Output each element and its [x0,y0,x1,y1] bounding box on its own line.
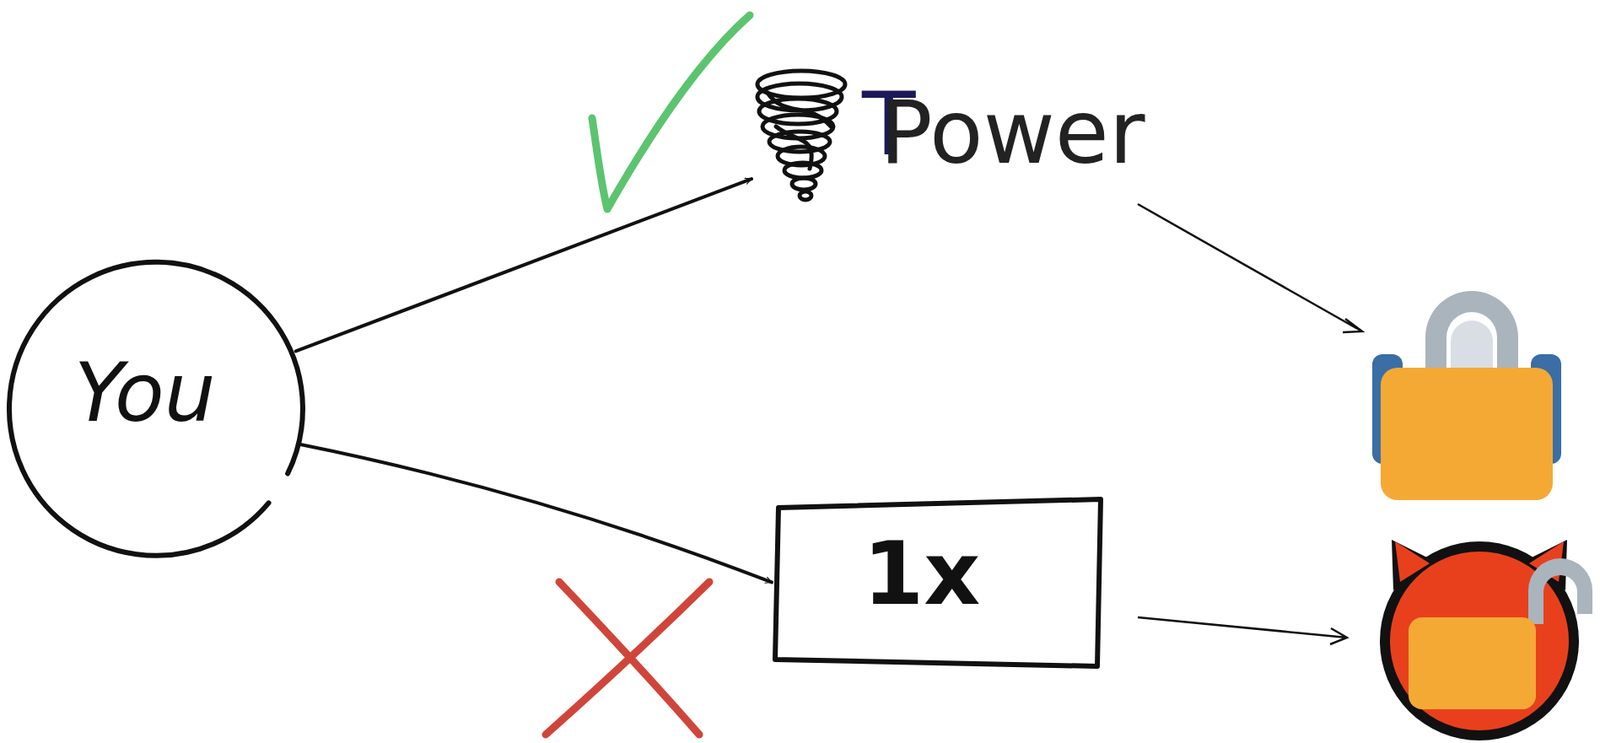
arrow-connector [296,178,752,351]
node-text: You [74,352,216,434]
leader-line [1137,617,1347,645]
outline [775,499,1101,667]
cross-mark [545,581,710,735]
leader-line [1137,204,1363,333]
actor-circle: You [6,251,311,555]
devil-open-padlock [1379,539,1593,741]
padlock-closed [1372,290,1562,501]
process-box: 1x [775,497,1103,671]
outline [9,262,303,556]
node-text: 1x [862,529,981,618]
tornado-icon [757,70,846,200]
arrow-connector [299,444,772,583]
check-mark [592,15,750,210]
node-text: Power [879,88,1145,177]
icon-label-group: TPower [754,71,1138,205]
